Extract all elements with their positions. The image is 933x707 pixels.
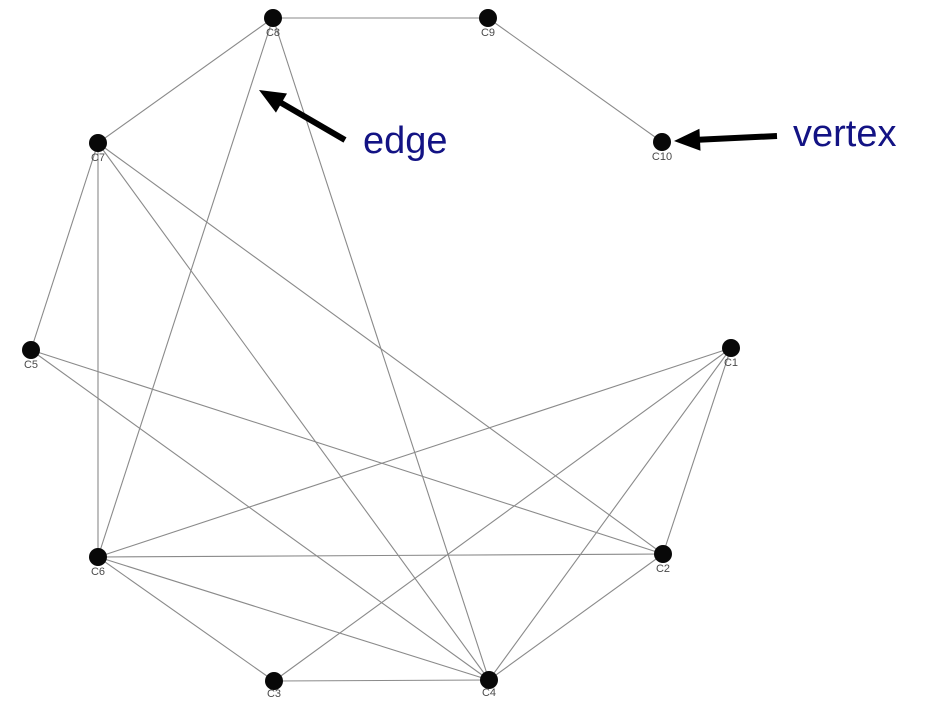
vertex-label: C10 bbox=[652, 151, 672, 163]
vertex-dot[interactable] bbox=[722, 339, 740, 357]
annotation-arrow-head bbox=[259, 90, 288, 113]
graph-edge bbox=[97, 556, 275, 682]
graph-edge bbox=[487, 17, 663, 143]
graph-vertex-c3[interactable]: C3 bbox=[265, 672, 283, 700]
vertex-dot[interactable] bbox=[265, 672, 283, 690]
graph-vertex-c5[interactable]: C5 bbox=[22, 341, 40, 371]
graph-vertex-c7[interactable]: C7 bbox=[89, 134, 107, 164]
graph-vertex-c8[interactable]: C8 bbox=[264, 9, 282, 39]
vertex-label: C9 bbox=[481, 27, 495, 39]
vertex-label: C1 bbox=[724, 357, 738, 369]
vertex-label: C2 bbox=[656, 563, 670, 575]
vertex-label: C3 bbox=[267, 688, 281, 700]
graph-edge bbox=[30, 142, 99, 351]
graph-edge bbox=[488, 553, 664, 681]
graph-edge bbox=[488, 347, 732, 681]
vertex-dot[interactable] bbox=[654, 545, 672, 563]
vertex-label: C8 bbox=[266, 27, 280, 39]
graph-edge bbox=[273, 679, 490, 682]
vertex-dot[interactable] bbox=[653, 133, 671, 151]
annotation-label: edge bbox=[363, 120, 448, 162]
graph-edge bbox=[97, 17, 274, 558]
graph-edge bbox=[97, 553, 664, 558]
annotation-arrow-shaft bbox=[276, 98, 347, 143]
graph-edge bbox=[97, 142, 490, 681]
graph-vertex-c1[interactable]: C1 bbox=[722, 339, 740, 369]
edges-layer bbox=[30, 17, 732, 682]
vertex-dot[interactable] bbox=[89, 548, 107, 566]
vertex-dot[interactable] bbox=[264, 9, 282, 27]
vertex-label: C5 bbox=[24, 359, 38, 371]
annotation-arrow-head bbox=[674, 128, 701, 151]
graph-vertex-c6[interactable]: C6 bbox=[89, 548, 107, 578]
vertex-annotation: vertex bbox=[674, 113, 896, 155]
vertex-dot[interactable] bbox=[480, 671, 498, 689]
vertex-label: C7 bbox=[91, 152, 105, 164]
graph-edge bbox=[30, 349, 664, 555]
annotation-label: vertex bbox=[793, 113, 896, 155]
annotations-layer: edge vertex bbox=[259, 90, 896, 162]
graph-vertex-c4[interactable]: C4 bbox=[480, 671, 498, 699]
graph-edge bbox=[97, 347, 732, 558]
graph-vertex-c2[interactable]: C2 bbox=[654, 545, 672, 575]
vertex-dot[interactable] bbox=[479, 9, 497, 27]
vertex-label: C6 bbox=[91, 566, 105, 578]
annotation-arrow-shaft bbox=[695, 133, 778, 143]
graph-edge bbox=[30, 349, 490, 681]
graph-vertex-c10[interactable]: C10 bbox=[652, 133, 672, 163]
graph-edge bbox=[97, 556, 490, 681]
vertex-label: C4 bbox=[482, 687, 496, 699]
vertex-dot[interactable] bbox=[89, 134, 107, 152]
graph-edge bbox=[662, 347, 732, 555]
graph-edge bbox=[97, 142, 664, 555]
graph-vertex-c9[interactable]: C9 bbox=[479, 9, 497, 39]
vertex-dot[interactable] bbox=[22, 341, 40, 359]
graph-edge bbox=[273, 347, 732, 682]
graph-edge bbox=[97, 17, 274, 144]
edge-annotation: edge bbox=[259, 90, 448, 162]
